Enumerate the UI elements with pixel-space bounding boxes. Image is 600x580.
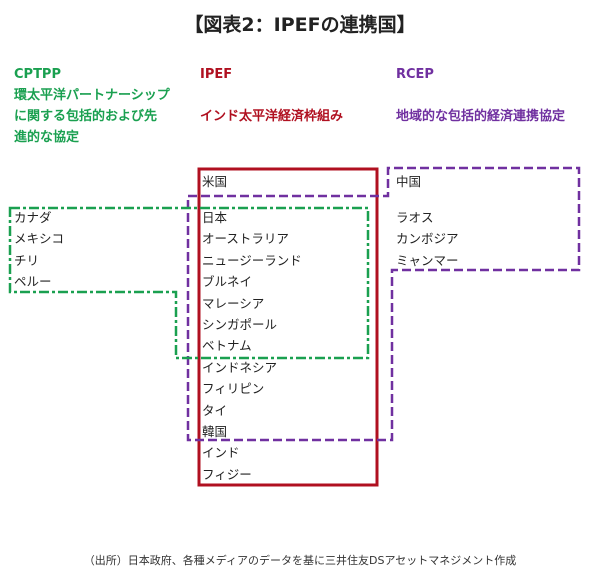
country-label: ブルネイ [202,274,253,290]
country-label: 日本 [202,210,228,225]
country-label: ベトナム [202,338,252,354]
cptpp-desc-line: 環太平洋パートナーシップ [14,88,170,103]
country-label: メキシコ [14,231,65,247]
cptpp-desc-line: に関する包括的および先 [14,109,158,124]
ipef-header: IPEF インド太平洋経済枠組み [200,64,343,127]
rcep-name: RCEP [396,67,434,82]
country-label: インドネシア [202,359,278,375]
country-label: マレーシア [202,295,265,311]
country-label: 米国 [202,174,228,189]
cptpp-desc-line: 進的な協定 [14,130,80,145]
country-label: フィジー [202,466,252,482]
country-label: チリ [14,252,40,268]
country-label: ミャンマー [396,252,459,268]
country-label: カナダ [14,210,52,225]
country-label: 韓国 [202,424,228,439]
country-label: シンガポール [202,317,278,332]
cptpp-name: CPTPP [14,67,61,82]
source-note: （出所）日本政府、各種メディアのデータを基に三井住友DSアセットマネジメント作成 [83,554,517,567]
rcep-header: RCEP 地域的な包括的経済連携協定 [396,64,565,127]
country-label: オーストラリア [202,231,289,247]
country-label: インド [202,445,240,461]
country-label: ニュージーランド [202,252,302,268]
country-label: ペルー [14,274,52,290]
country-label: カンボジア [396,231,459,247]
country-label: 中国 [396,174,422,189]
ipef-desc: インド太平洋経済枠組み [200,109,344,124]
country-label: タイ [202,402,228,418]
cptpp-header: CPTPP 環太平洋パートナーシップ に関する包括的および先 進的な協定 [14,64,170,148]
rcep-outline [186,166,581,442]
rcep-desc: 地域的な包括的経済連携協定 [396,109,566,124]
diagram-title: 【図表2：IPEFの連携国】 [184,14,416,36]
ipef-outline [197,167,379,487]
ipef-name: IPEF [200,67,233,82]
country-label: ラオス [396,210,434,225]
country-label: フィリピン [202,381,265,397]
cptpp-outline [8,206,370,360]
